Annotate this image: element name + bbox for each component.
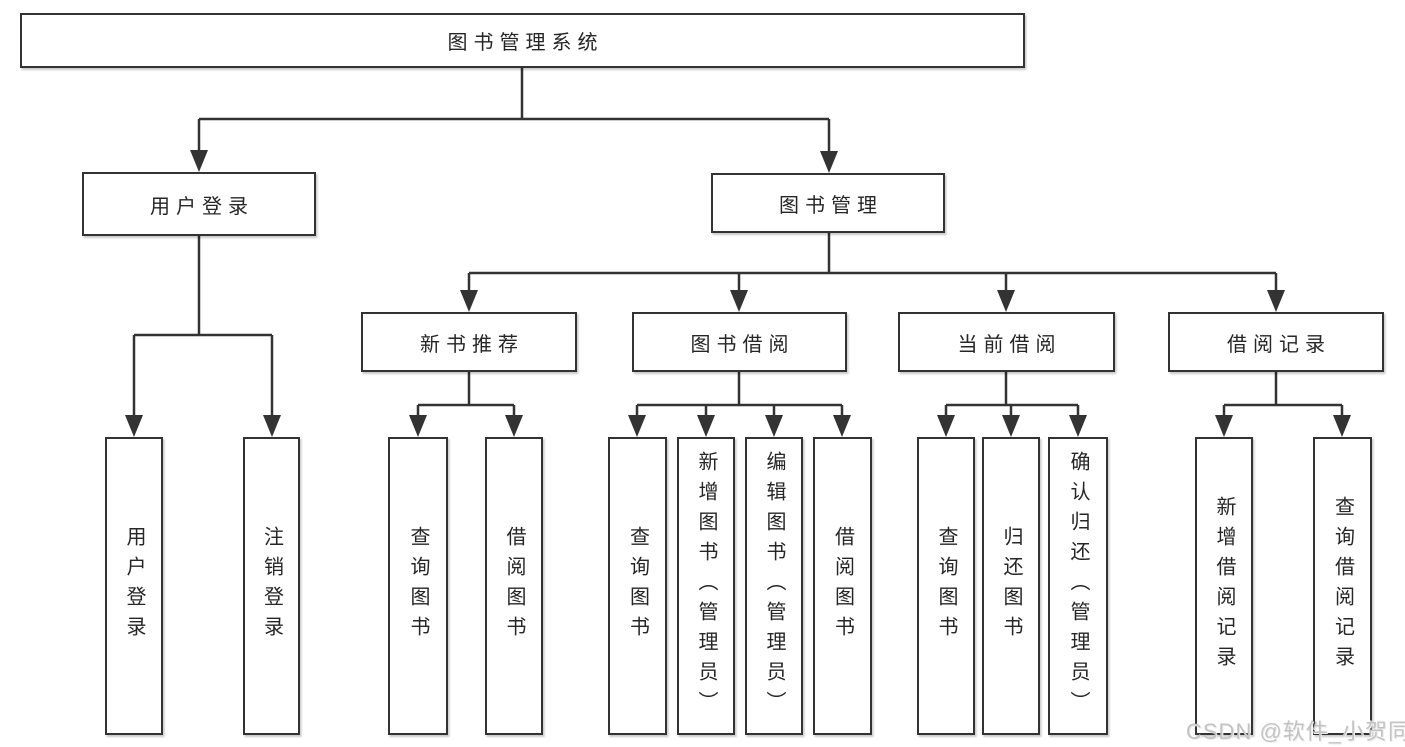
node-leaf-cb-confirm-return-admin: 确认归还（管理员） [1048,437,1108,735]
node-leaf-br-query-record: 查询借阅记录 [1313,437,1372,735]
node-leaf-bb-edit-book-admin: 编辑图书（管理员） [745,437,803,735]
node-root: 图书管理系统 [20,13,1025,68]
connector-paths [132,68,1344,429]
node-leaf-cb-return-book-label: 归还图书 [1000,526,1022,646]
node-leaf-user-login-label: 用户登录 [123,526,145,646]
node-leaf-logout-label: 注销登录 [260,526,283,646]
node-leaf-bb-borrow-book-label: 借阅图书 [831,526,854,646]
arrow-down-icons [125,150,1351,437]
node-user-login-label: 用户登录 [150,195,254,218]
node-borrowing-records-label: 借阅记录 [1227,333,1331,356]
node-leaf-br-query-record-label: 查询借阅记录 [1331,496,1354,676]
node-book-management-label: 图书管理 [779,194,883,217]
node-leaf-br-add-record-label: 新增借阅记录 [1213,496,1235,676]
node-leaf-cb-query-book: 查询图书 [917,437,975,735]
node-book-borrowing-label: 图书借阅 [690,333,795,356]
node-leaf-cb-confirm-return-admin-label: 确认归还（管理员） [1067,451,1089,721]
node-leaf-nb-query-book-label: 查询图书 [407,526,429,646]
node-leaf-bb-borrow-book: 借阅图书 [813,437,872,735]
node-new-book-recommend: 新书推荐 [361,312,577,372]
node-leaf-nb-query-book: 查询图书 [388,437,448,735]
node-book-borrowing: 图书借阅 [632,312,847,372]
node-leaf-cb-query-book-label: 查询图书 [935,526,957,646]
node-leaf-user-login: 用户登录 [105,437,163,735]
node-leaf-bb-query-book-label: 查询图书 [626,526,649,646]
node-leaf-bb-add-book-admin-label: 新增图书（管理员） [695,451,717,721]
node-current-borrowing: 当前借阅 [898,312,1115,372]
node-book-management: 图书管理 [711,173,945,233]
node-leaf-cb-return-book: 归还图书 [982,437,1040,735]
node-leaf-nb-borrow-book-label: 借阅图书 [503,526,525,646]
node-leaf-br-add-record: 新增借阅记录 [1195,437,1253,735]
node-leaf-bb-add-book-admin: 新增图书（管理员） [677,437,735,735]
node-root-label: 图书管理系统 [447,32,604,54]
node-leaf-nb-borrow-book: 借阅图书 [485,437,543,735]
csdn-watermark: CSDN @软件_小贺同学 [1186,719,1405,744]
node-leaf-bb-edit-book-admin-label: 编辑图书（管理员） [763,451,785,721]
node-new-book-recommend-label: 新书推荐 [420,333,524,356]
node-current-borrowing-label: 当前借阅 [957,333,1062,356]
node-leaf-bb-query-book: 查询图书 [608,437,667,735]
node-leaf-logout: 注销登录 [243,437,300,735]
node-borrowing-records: 借阅记录 [1168,312,1384,372]
node-user-login: 用户登录 [82,172,316,236]
